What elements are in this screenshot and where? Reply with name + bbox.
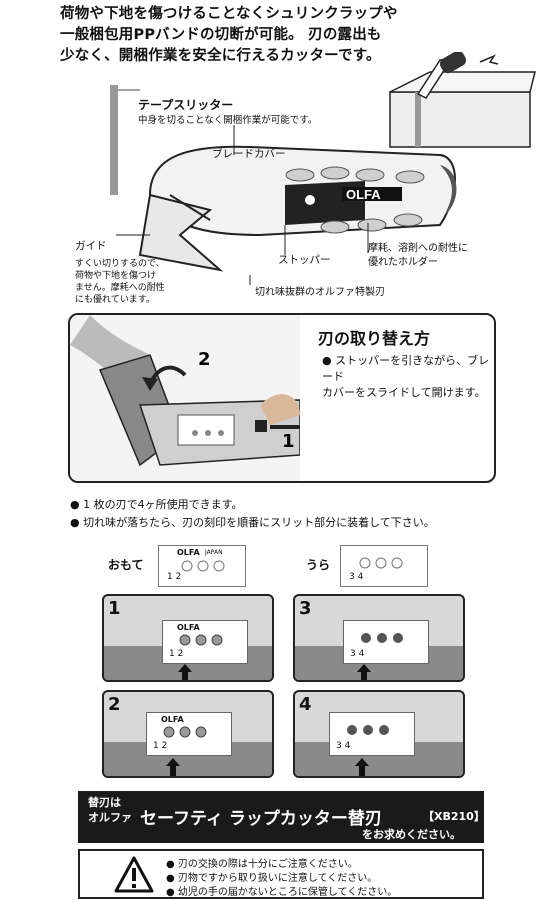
intro-line-2: 一般梱包用PPバンドの切断が可能。 刃の露出も <box>60 27 382 43</box>
blade-replacement-card: 2 1 刃の取り替え方 ● ストッパーを引きながら、ブレード カバーをスライドし… <box>68 313 496 483</box>
guide-description: すくい切りするので、 荷物や下地を傷つけ ません。摩耗への耐性 にも優れています… <box>75 259 165 305</box>
back-face-label: うら <box>306 558 331 572</box>
up-arrow-icon <box>166 758 180 776</box>
banner-code: 【XB210】 <box>423 810 485 823</box>
warning-1: ● 刃の交換の際は十分にご注意ください。 <box>166 859 358 870</box>
intro-line-3: 少なく、開梱作業を安全に行えるカッターです。 <box>60 48 381 64</box>
blade-label: 切れ味抜群のオルファ特製刃 <box>255 287 385 298</box>
tape-slitter-desc: 中身を切ることなく開梱作業が可能です。 <box>138 115 318 126</box>
front-face-label: おもて <box>108 558 144 572</box>
box-cutting-illustration <box>389 52 536 148</box>
step-1-number: 1 <box>282 431 295 452</box>
cutter-illustration: OLFA <box>110 85 457 285</box>
panel-number: 2 <box>108 694 121 715</box>
howto-text: ● ストッパーを引きながら、ブレード カバーをスライドして開けます。 <box>322 354 490 399</box>
replacement-photo: 2 1 <box>70 315 300 481</box>
bullet-usage: ● 1 枚の刃で4ヶ所使用できます。 <box>70 498 243 511</box>
step-panel-3: 3 4 3 <box>293 594 465 682</box>
step-2-number: 2 <box>198 349 211 370</box>
up-arrow-icon <box>178 664 192 680</box>
intro-text: 荷物や下地を傷つけることなくシュリンクラップや 一般梱包用PPバンドの切断が可能… <box>60 4 500 67</box>
banner-line-a: 替刃は <box>88 796 121 809</box>
blade-cover-label: ブレードカバー <box>212 148 286 160</box>
tape-slitter-title: テープスリッター <box>138 98 234 112</box>
warning-2: ● 刃物ですから取り扱いに注意してください。 <box>166 873 378 884</box>
replacement-banner: 替刃は オルファ セーフティ ラップカッター替刃 【XB210】 をお求めくださ… <box>78 791 485 843</box>
panel-blade: OLFA 1 2 <box>146 712 232 756</box>
holder-label: 摩耗、溶剤への耐性に 優れたホルダー <box>368 243 468 268</box>
bullet-rotation: ● 切れ味が落ちたら、刃の刻印を順番にスリット部分に装着して下さい。 <box>70 516 435 529</box>
banner-product: セーフティ ラップカッター替刃 <box>140 809 382 829</box>
warning-icon <box>114 856 154 893</box>
stopper-label: ストッパー <box>278 254 331 266</box>
panel-number: 4 <box>299 694 312 715</box>
howto-title: 刃の取り替え方 <box>318 329 431 348</box>
up-arrow-icon <box>357 664 371 680</box>
panel-blade: 3 4 <box>329 712 415 756</box>
step-panel-2: OLFA 1 2 2 <box>102 690 274 778</box>
banner-request: をお求めください。 <box>362 828 461 841</box>
warning-3: ● 幼児の手の届かないところに保管してください。 <box>166 887 398 898</box>
banner-line-b: オルファ <box>88 811 132 824</box>
step-panel-1: OLFA 1 2 1 <box>102 594 274 682</box>
panel-number: 1 <box>108 598 121 619</box>
up-arrow-icon <box>355 758 369 776</box>
front-blade: OLFA JAPAN 1 2 <box>158 545 246 587</box>
warning-box: ● 刃の交換の際は十分にご注意ください。 ● 刃物ですから取り扱いに注意してくだ… <box>78 849 484 899</box>
cutter-brand-logo: OLFA <box>346 187 381 202</box>
step-panel-4: 3 4 4 <box>293 690 465 778</box>
guide-label: ガイド <box>75 240 107 252</box>
panel-blade: 3 4 <box>343 620 429 664</box>
panel-blade: OLFA 1 2 <box>162 620 248 664</box>
panel-number: 3 <box>299 598 312 619</box>
intro-line-1: 荷物や下地を傷つけることなくシュリンクラップや <box>60 6 398 22</box>
back-blade: 3 4 <box>340 545 428 587</box>
